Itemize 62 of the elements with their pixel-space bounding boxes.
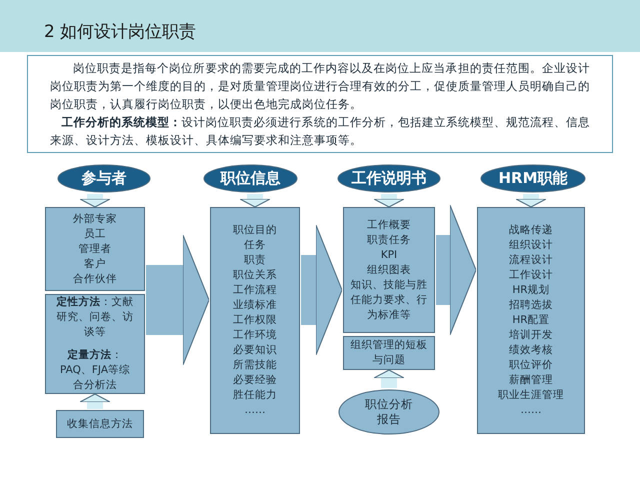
list-item: 所需技能 (233, 358, 277, 373)
block-arrow (301, 224, 342, 356)
list-item: HR配置 (512, 313, 550, 328)
header-ellipse: 工作说明书 (337, 164, 441, 193)
list-item: 外部专家 (73, 212, 117, 226)
list-item: 定性方法：文献研究、问卷、访谈等 (55, 295, 134, 340)
list-item: 组织图表 (367, 262, 411, 278)
list-item: 职业生涯管理 (498, 388, 564, 403)
paragraph: 工作分析的系统模型：设计岗位职责必须进行系统的工作分析，包括建立系统模型、规范流程、信息来源、设计方法、模板设计、具体编写要求和注意事项等。 (50, 114, 590, 149)
info-box (477, 207, 585, 434)
report-ellipse: 职位分析报告 (338, 389, 440, 435)
list-item: 职责任务 (367, 232, 411, 248)
list-item: 工作权限 (233, 313, 277, 328)
header-ellipse: HRM职能 (480, 164, 586, 193)
arrow (240, 194, 270, 208)
list-item: 工作设计 (509, 268, 553, 283)
arrow (516, 194, 546, 208)
list-item: 必要经验 (233, 373, 277, 388)
list-item: 绩效考核 (509, 343, 553, 358)
info-box (45, 207, 145, 291)
paragraph: 岗位职责是指每个岗位所要求的需要完成的工作内容以及在岗位上应当承担的责任范围。企业设计岗位职责为第一个维度的目的，是对质量管理岗位进行合理有效的分工，促使质量管理人员明确自己的岗位职责，认真履行岗位职责，以便出色地完成岗位任务。 (50, 60, 590, 113)
header-ellipse: 参与者 (57, 164, 151, 193)
list-item: 培训开发 (509, 328, 553, 343)
list-item: 管理者 (78, 242, 112, 256)
list-item: 员工 (84, 226, 106, 242)
list-item: HR规划 (512, 283, 550, 298)
list-item: 招聘选拔 (509, 298, 553, 313)
list-item: 工作环境 (233, 328, 277, 343)
list-item: 必要知识 (233, 343, 277, 358)
intro-box (27, 55, 613, 153)
list-item: 业绩标准 (233, 298, 277, 313)
list-item: 流程设计 (509, 253, 553, 268)
list-item: 薪酬管理 (509, 373, 553, 388)
list-item: 职位关系 (233, 268, 277, 283)
list-item: 职位评价 (509, 358, 553, 373)
info-box (210, 207, 300, 434)
list-item: 客户 (84, 256, 106, 272)
header-ellipse: 职位信息 (203, 164, 298, 193)
list-item: 知识、技能与胜任能力要求、行为标准等 (350, 278, 428, 322)
list-item: 工作流程 (233, 283, 277, 298)
block-arrow (436, 204, 476, 336)
info-box: 组织管理的短板与问题 (343, 336, 435, 370)
arrow (374, 370, 404, 388)
list-item: 定量方法：PAQ、FJA等综合分析法 (58, 348, 132, 393)
arrow (80, 394, 110, 409)
list-item: …… (520, 403, 542, 418)
info-box (343, 207, 435, 333)
list-item: …… (244, 403, 266, 418)
list-item: 任务 (244, 238, 266, 253)
arrow (374, 194, 404, 208)
list-item: 职责 (244, 253, 266, 268)
list-item: 胜任能力 (233, 388, 277, 403)
arrow (80, 194, 110, 208)
list-item: 职位目的 (233, 223, 277, 238)
title: 2 如何设计岗位职责 (44, 21, 196, 43)
list-item: 工作概要 (367, 218, 411, 232)
list-item: 组织设计 (509, 238, 553, 253)
list-item: 合作伙伴 (73, 272, 117, 286)
list-item: 战略传递 (509, 223, 553, 238)
info-box: 收集信息方法 (56, 410, 144, 438)
info-box (45, 294, 145, 394)
list-item: KPI (380, 248, 398, 262)
